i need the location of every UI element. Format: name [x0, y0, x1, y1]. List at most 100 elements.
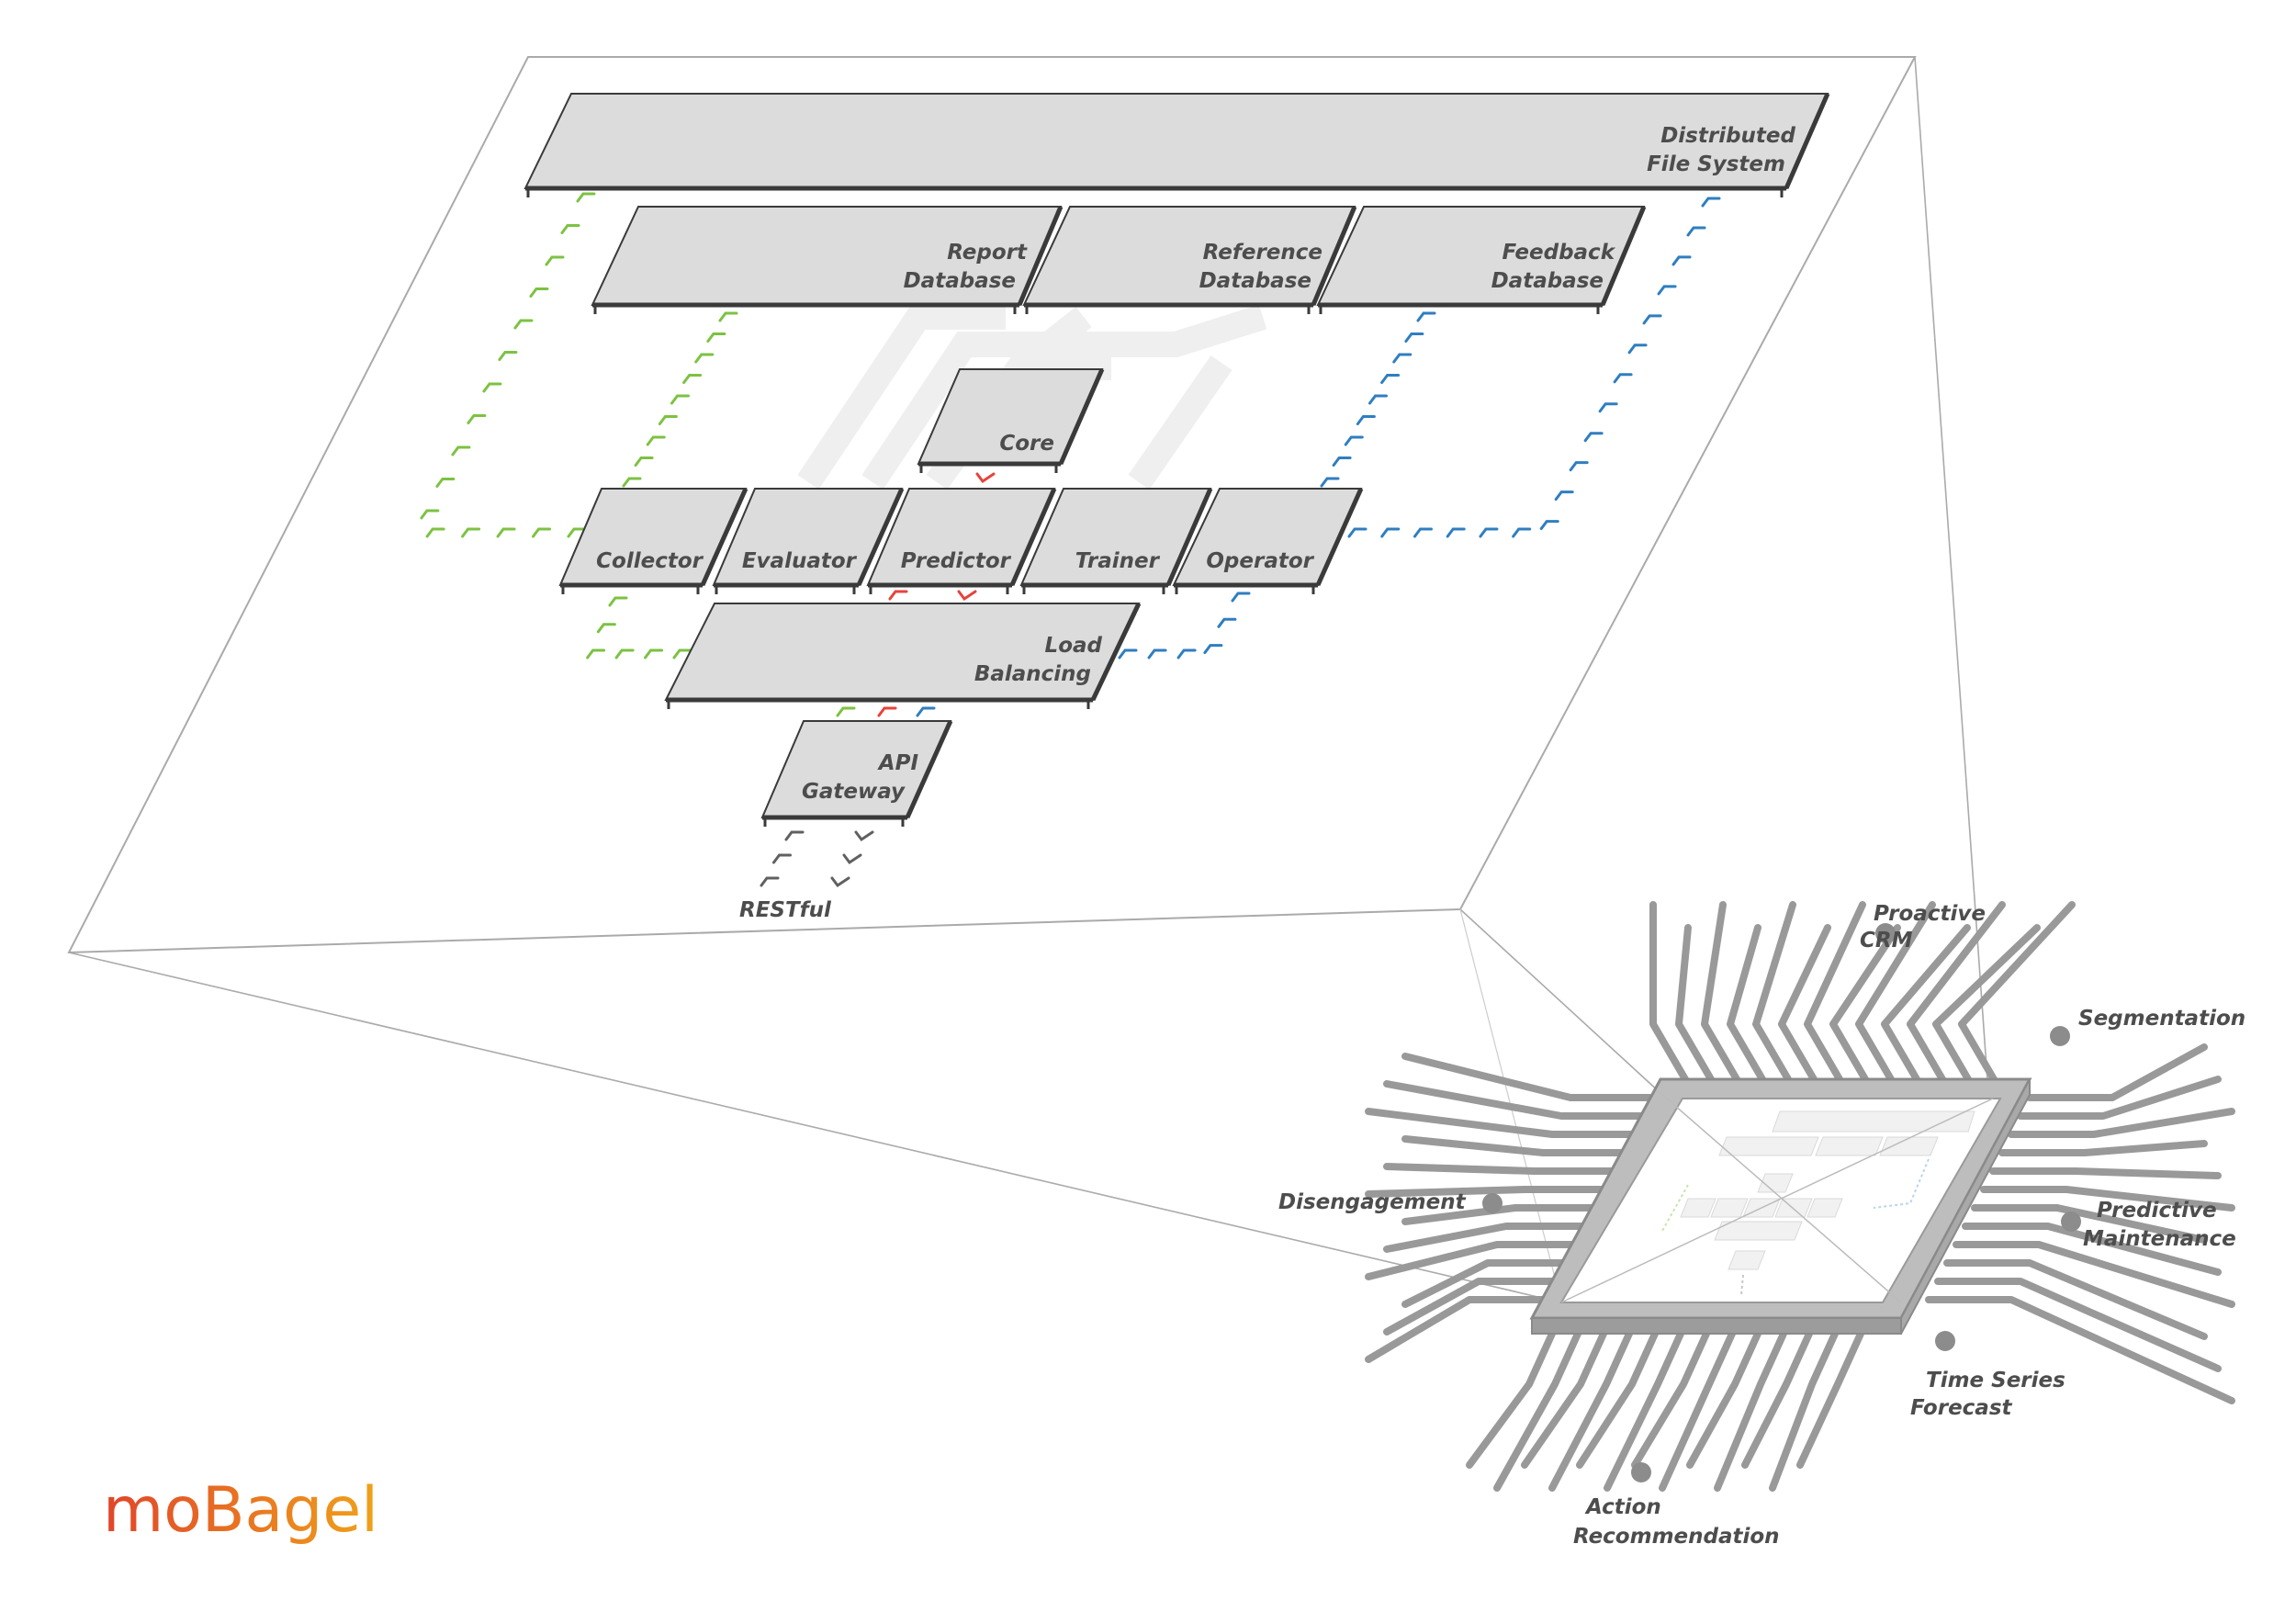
distributed-fs-label-2: File System [1647, 152, 1785, 176]
green-flow-arrow [682, 374, 703, 384]
blue-flow-arrow [1356, 415, 1376, 425]
gray-flow-arrow [854, 830, 874, 842]
green-flow-arrow [670, 394, 690, 405]
chip-pin [1714, 1330, 1787, 1492]
chip-pin [1953, 1241, 2235, 1308]
trainer-box: Trainer [1019, 487, 1213, 594]
chip-pin [1604, 1330, 1684, 1492]
predictor-box: Predictor [866, 487, 1057, 594]
blue-flow-arrow [1368, 394, 1388, 405]
core-label: Core [999, 432, 1054, 456]
chip-pin [1752, 901, 1796, 1083]
chip-pin [1401, 1204, 1602, 1225]
feedback-db-label-2: Database [1491, 269, 1604, 293]
chip-pin [2008, 1108, 2235, 1138]
action-recommendation-label-2: Recommendation [1573, 1525, 1780, 1549]
gray-flow-arrow [830, 876, 850, 888]
chip-pin [1998, 1140, 2208, 1156]
chip-pin [1649, 901, 1689, 1083]
gray-flow-arrow [842, 853, 862, 865]
chip-pin [1365, 1186, 1611, 1198]
chip-pin [1576, 1330, 1659, 1469]
green-flow-arrow [425, 527, 445, 538]
chip-pin [1971, 1204, 2208, 1244]
red-flow-arrow [888, 590, 908, 601]
green-flow-arrow [420, 509, 440, 520]
green-flow-arrow [467, 413, 487, 424]
chip-pin [1943, 1259, 2208, 1340]
chip-pin [2017, 1076, 2222, 1120]
blue-flow-arrow [1404, 332, 1424, 343]
chip-pin [1383, 1080, 1648, 1120]
chip-pin [1962, 1223, 2222, 1276]
blue-flow-arrow [1627, 344, 1648, 355]
chip-pin [1365, 1108, 1638, 1138]
blue-flow-arrow [1598, 402, 1618, 413]
report-db-label-2: Database [904, 269, 1016, 293]
blue-flow-arrow [1479, 527, 1499, 538]
green-flow-arrow [634, 456, 654, 467]
application-marker-dot [2050, 1026, 2070, 1046]
chip-pin [1701, 901, 1740, 1083]
component-boxes: Distributed File System Report Database … [523, 92, 1830, 922]
red-flow-arrow [957, 590, 977, 602]
core-box: Core [917, 367, 1105, 473]
green-flow-arrow [461, 527, 481, 538]
chip-pin [2026, 1043, 2208, 1101]
chip-pin [1958, 901, 2076, 1083]
chip-pin [1466, 1330, 1556, 1469]
application-marker-dot [1875, 923, 1896, 943]
feedback-database-box: Feedback Database [1316, 206, 1647, 314]
green-flow-arrow [646, 435, 666, 446]
green-flow-arrow [596, 623, 616, 634]
flow-arrows [420, 192, 1721, 888]
green-flow-arrow [718, 311, 738, 322]
blue-flow-arrow [1231, 592, 1251, 603]
application-marker-dot [1631, 1462, 1651, 1482]
blue-flow-arrow [1686, 226, 1706, 237]
mobagel-logo: moBagel [103, 1474, 378, 1547]
blue-flow-arrow [1380, 374, 1401, 384]
blue-flow-arrow [1412, 527, 1433, 538]
chip-pin [1675, 924, 1715, 1083]
blue-flow-arrow [1176, 648, 1197, 659]
green-flow-arrow [644, 648, 664, 659]
chip-pin [1659, 1330, 1736, 1492]
chip-diagonal-line [1660, 1092, 1902, 1303]
projection-line [1459, 908, 1661, 1094]
api-gateway-box: API Gateway [760, 719, 953, 827]
api-gateway-label-1: API [877, 751, 919, 775]
load-balancing-label-1: Load [1045, 634, 1103, 658]
blue-flow-arrow [1671, 255, 1692, 266]
feedback-db-label-1: Feedback [1502, 241, 1615, 265]
green-flow-arrow [482, 382, 502, 393]
reference-db-label-1: Reference [1203, 241, 1322, 265]
projection-line [68, 952, 1562, 1303]
predictive-maintenance-label-1: Predictive [2097, 1199, 2217, 1223]
green-flow-arrow [532, 527, 552, 538]
blue-flow-arrow [1347, 527, 1367, 538]
green-flow-arrow [836, 706, 856, 717]
chip-diagonal-line [1560, 1098, 1994, 1303]
blue-flow-arrow [1320, 477, 1340, 488]
chip-pin [1796, 1330, 1864, 1469]
green-flow-arrow [586, 648, 606, 659]
chip-pin [1521, 1330, 1607, 1469]
red-flow-arrow [975, 472, 996, 484]
application-marker-dot [1935, 1331, 1955, 1351]
api-gateway-label-2: Gateway [802, 780, 906, 804]
proactive-crm-label-2: CRM [1860, 929, 1913, 952]
blue-flow-arrow [1416, 311, 1436, 322]
chip-pin [1881, 924, 1971, 1083]
blue-flow-arrow [1392, 353, 1412, 364]
chip-pin [1365, 1296, 1556, 1363]
chip-pin [1727, 924, 1766, 1083]
chip-pin [1934, 1278, 2222, 1372]
green-flow-arrow [496, 527, 516, 538]
chip-pin [1932, 924, 2041, 1083]
application-marker-dot [1482, 1193, 1503, 1213]
blue-flow-arrow [1332, 456, 1352, 467]
blue-flow-arrow [1147, 648, 1167, 659]
blue-flow-arrow [1446, 527, 1466, 538]
